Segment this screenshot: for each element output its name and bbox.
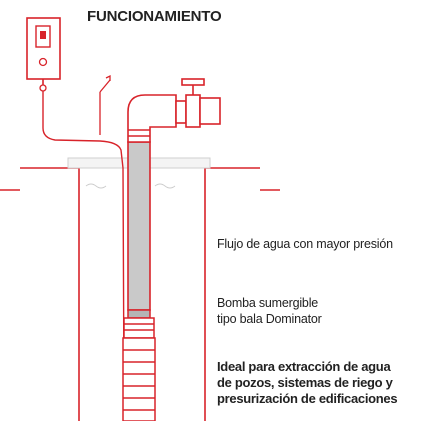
- arrow-up-icon: [99, 74, 111, 135]
- power-cable: [42, 91, 125, 396]
- ideal-label-line-1: Ideal para extracción de agua: [217, 359, 391, 374]
- ideal-label-line-3: presurización de edificaciones: [217, 391, 398, 406]
- pump-label: Bomba sumergible tipo bala Dominator: [217, 295, 322, 327]
- submersible-pump: [122, 309, 156, 421]
- pump-label-line-1: Bomba sumergible: [217, 296, 319, 310]
- flow-label: Flujo de agua con mayor presión: [217, 237, 393, 251]
- ideal-usage-label: Ideal para extracción de agua de pozos, …: [217, 359, 398, 407]
- water-surface: [85, 183, 176, 189]
- page-title: FUNCIONAMIENTO: [87, 8, 222, 25]
- pump-label-line-2: tipo bala Dominator: [217, 312, 322, 326]
- indicator-light-icon: [38, 57, 48, 67]
- control-box-icon: [26, 17, 61, 92]
- ideal-label-line-2: de pozos, sistemas de riego y: [217, 375, 393, 390]
- valve-icon: [175, 78, 221, 128]
- riser-pipe: [127, 94, 177, 311]
